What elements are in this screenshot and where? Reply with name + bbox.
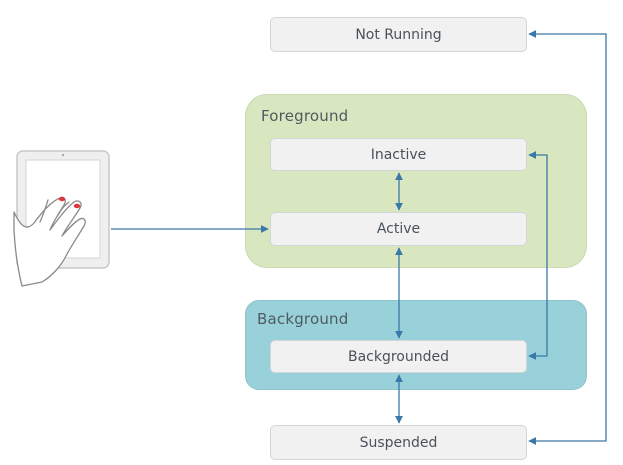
- state-active: Active: [270, 212, 527, 246]
- state-suspended: Suspended: [270, 425, 527, 460]
- tablet-camera: [61, 153, 65, 157]
- state-not-running: Not Running: [270, 17, 527, 52]
- state-inactive: Inactive: [270, 138, 527, 171]
- tablet-touch-icon: [13, 150, 110, 287]
- touch-point-2: [73, 203, 81, 209]
- state-backgrounded: Backgrounded: [270, 340, 527, 373]
- background-group-title: Background: [257, 310, 349, 328]
- touch-point-1: [58, 196, 66, 202]
- foreground-group-title: Foreground: [261, 107, 349, 125]
